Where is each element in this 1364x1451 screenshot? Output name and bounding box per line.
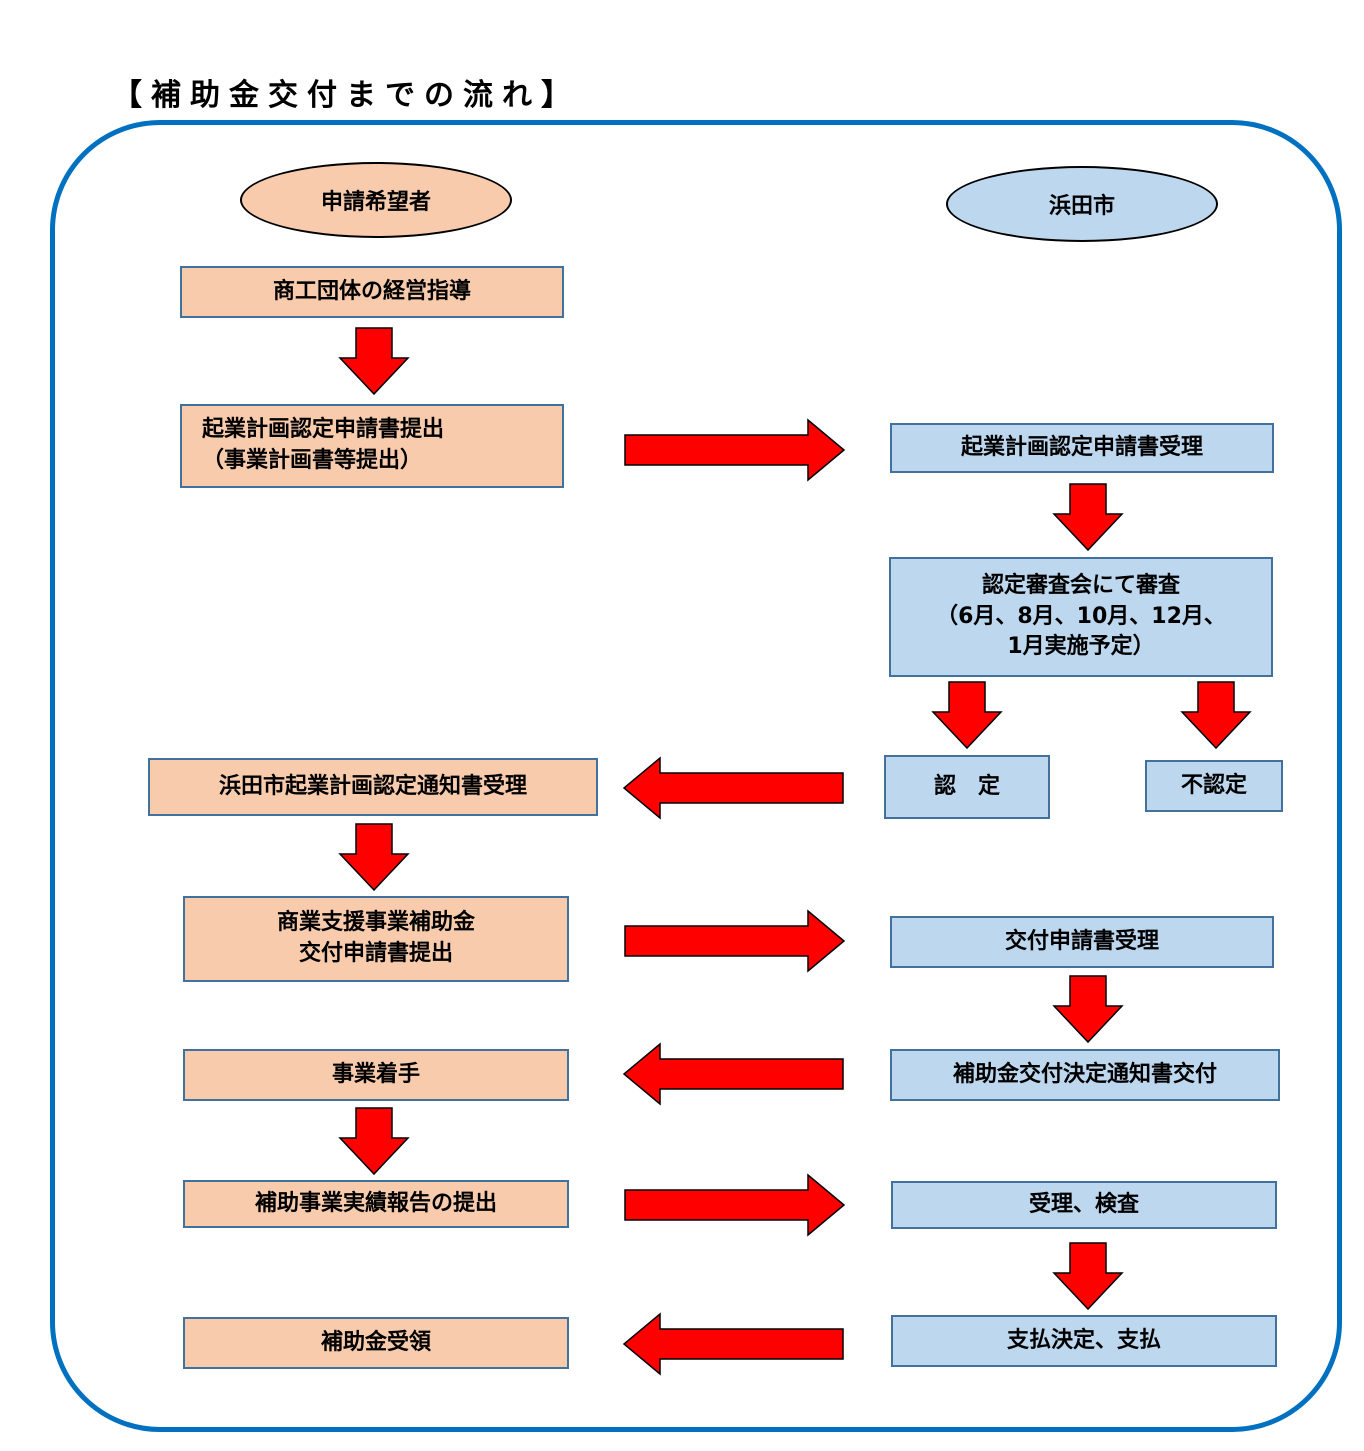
step-start: 事業着手 xyxy=(183,1049,569,1101)
step-payment: 支払決定、支払 xyxy=(891,1315,1277,1367)
step-report: 補助事業実績報告の提出 xyxy=(183,1180,569,1228)
step-plan-receive-label: 起業計画認定申請書受理 xyxy=(960,434,1203,460)
arrow-down-start xyxy=(338,1107,410,1176)
step-review: 認定審査会にて審査 （6月、8月、10月、12月、 1月実施予定） xyxy=(889,557,1273,677)
arrow-down-plan-receive xyxy=(1052,483,1124,552)
arrow-right-plan xyxy=(624,418,846,482)
step-review-line3: 1月実施予定） xyxy=(1007,634,1155,660)
arrow-down-inspect xyxy=(1052,1242,1124,1311)
step-plan-submit: 起業計画認定申請書提出 （事業計画書等提出） xyxy=(180,404,564,488)
step-decision-notice: 補助金交付決定通知書交付 xyxy=(890,1049,1280,1101)
arrow-left-payment xyxy=(622,1312,844,1376)
step-guidance: 商工団体の経営指導 xyxy=(180,266,564,318)
applicant-header-label: 申請希望者 xyxy=(320,190,431,215)
step-receive: 補助金受領 xyxy=(183,1317,569,1369)
arrow-down-grant-receive xyxy=(1052,975,1124,1044)
step-notice-receive-label: 浜田市起業計画認定通知書受理 xyxy=(218,773,527,799)
arrow-right-report xyxy=(624,1173,846,1237)
step-start-label: 事業着手 xyxy=(331,1061,420,1087)
step-approved-label: 認 定 xyxy=(933,773,1000,799)
arrow-down-review-rejected xyxy=(1180,681,1252,750)
step-grant-receive-label: 交付申請書受理 xyxy=(1004,928,1159,954)
step-inspect-label: 受理、検査 xyxy=(1028,1191,1139,1217)
city-header: 浜田市 xyxy=(946,166,1218,242)
arrow-right-grant xyxy=(624,909,846,973)
arrow-down-review-approved xyxy=(931,681,1003,750)
step-plan-receive: 起業計画認定申請書受理 xyxy=(890,423,1274,473)
step-grant-apply-line1: 商業支援事業補助金 xyxy=(276,910,475,936)
flow-frame xyxy=(50,120,1342,1432)
city-header-label: 浜田市 xyxy=(1048,194,1115,219)
step-decision-notice-label: 補助金交付決定通知書交付 xyxy=(952,1061,1217,1087)
step-report-label: 補助事業実績報告の提出 xyxy=(254,1190,497,1216)
step-approved: 認 定 xyxy=(884,755,1050,819)
step-review-line2: （6月、8月、10月、12月、 xyxy=(936,603,1226,629)
step-guidance-label: 商工団体の経営指導 xyxy=(272,278,471,304)
step-grant-receive: 交付申請書受理 xyxy=(890,916,1274,968)
step-rejected-label: 不認定 xyxy=(1180,772,1247,798)
step-plan-submit-line2: （事業計画書等提出） xyxy=(202,448,423,473)
step-review-line1: 認定審査会にて審査 xyxy=(981,572,1180,598)
arrow-left-decision xyxy=(622,1042,844,1106)
step-payment-label: 支払決定、支払 xyxy=(1006,1327,1161,1353)
arrow-down-guidance xyxy=(338,327,410,396)
applicant-header: 申請希望者 xyxy=(240,162,512,238)
step-inspect: 受理、検査 xyxy=(891,1181,1277,1229)
step-grant-apply-line2: 交付申請書提出 xyxy=(298,941,453,966)
step-notice-receive: 浜田市起業計画認定通知書受理 xyxy=(148,758,598,816)
step-rejected: 不認定 xyxy=(1145,760,1283,812)
step-plan-submit-line1: 起業計画認定申請書提出 xyxy=(202,417,445,443)
page-title: 【補助金交付までの流れ】 xyxy=(112,78,580,113)
step-grant-apply: 商業支援事業補助金 交付申請書提出 xyxy=(183,896,569,982)
step-receive-label: 補助金受領 xyxy=(320,1329,431,1355)
arrow-left-approved xyxy=(622,756,844,820)
arrow-down-notice xyxy=(338,823,410,892)
